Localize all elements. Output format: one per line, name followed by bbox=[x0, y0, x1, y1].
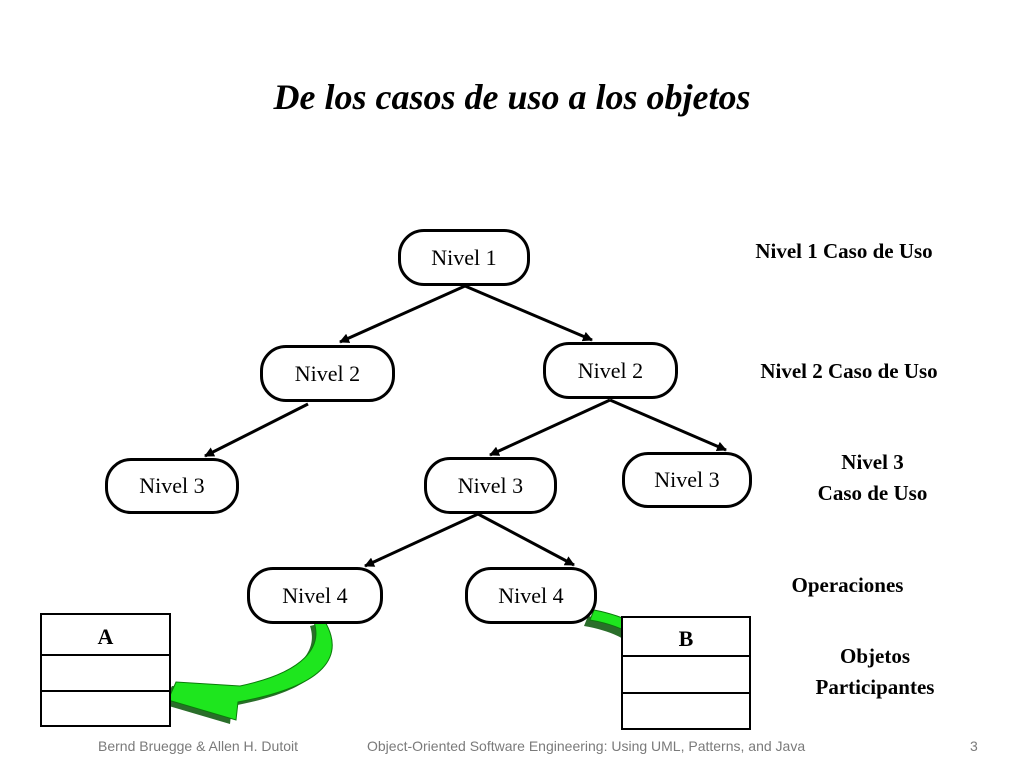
arrow-level2-right-to-level3-right bbox=[609, 398, 727, 452]
label-objects-line1: Objetos bbox=[840, 644, 910, 668]
label-participating-objects: Objetos Participantes bbox=[790, 641, 960, 703]
arrow-level2-right-to-level3-middle bbox=[489, 398, 611, 457]
footer-authors: Bernd Bruegge & Allen H. Dutoit bbox=[98, 738, 299, 754]
footer-book-title: Object-Oriented Software Engineering: Us… bbox=[367, 738, 806, 754]
arrow-level3-middle-to-level4-right bbox=[477, 512, 575, 567]
label-level3-line1: Nivel 3 bbox=[841, 450, 904, 474]
node-level2-left: Nivel 2 bbox=[260, 345, 395, 402]
node-level3-right: Nivel 3 bbox=[622, 452, 752, 508]
slide-title: De los casos de uso a los objetos bbox=[273, 77, 751, 117]
label-level2-use-case: Nivel 2 Caso de Uso bbox=[760, 359, 938, 383]
object-compartment-divider bbox=[42, 654, 169, 656]
footer-page-number: 3 bbox=[970, 738, 978, 754]
label-level1-use-case: Nivel 1 Caso de Uso bbox=[755, 239, 933, 263]
label-level3-use-case: Nivel 3 Caso de Uso bbox=[790, 447, 955, 509]
node-level4-right: Nivel 4 bbox=[465, 567, 597, 624]
object-name-a: A bbox=[97, 624, 114, 649]
object-box-a: A bbox=[40, 613, 171, 727]
object-compartment-divider bbox=[623, 692, 749, 694]
arrow-level1-to-level2-right bbox=[464, 284, 593, 342]
arrow-level2-left-to-level3-left bbox=[204, 402, 309, 458]
arrow-level1-to-level2-left bbox=[339, 284, 466, 344]
object-compartment-divider bbox=[42, 690, 169, 692]
label-operations: Operaciones bbox=[791, 573, 904, 597]
curved-arrow-to-object-a bbox=[162, 619, 333, 724]
node-level4-left: Nivel 4 bbox=[247, 567, 383, 624]
node-level3-left: Nivel 3 bbox=[105, 458, 239, 514]
object-name-b: B bbox=[678, 626, 694, 651]
label-objects-line2: Participantes bbox=[815, 675, 935, 699]
connector-arrows bbox=[204, 284, 727, 568]
node-level2-right: Nivel 2 bbox=[543, 342, 678, 399]
object-box-b: B bbox=[621, 616, 751, 730]
arrow-level3-middle-to-level4-left bbox=[364, 512, 479, 568]
label-level3-line2: Caso de Uso bbox=[817, 481, 928, 505]
object-compartment-divider bbox=[623, 655, 749, 657]
node-level1: Nivel 1 bbox=[398, 229, 530, 286]
node-level3-middle: Nivel 3 bbox=[424, 457, 557, 514]
